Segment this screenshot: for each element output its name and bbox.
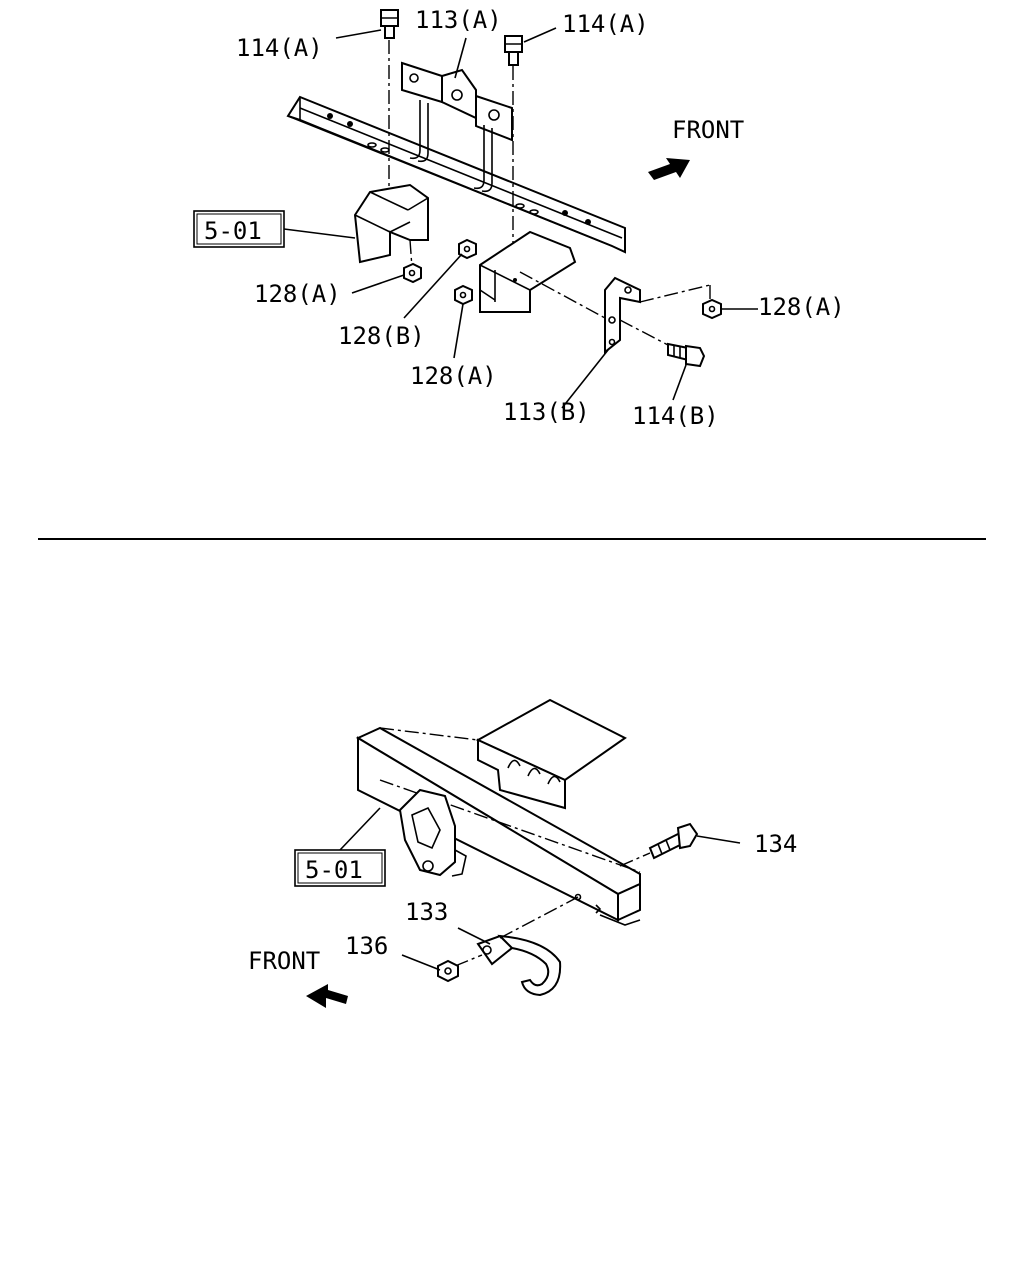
callout-134: 134 bbox=[754, 830, 797, 858]
cross-member-5-01 bbox=[355, 726, 641, 926]
front-label-bottom: FRONT bbox=[248, 947, 320, 975]
ref-box-5-01-bottom[interactable]: 5-01 bbox=[294, 849, 386, 887]
frame-bracket-left bbox=[353, 183, 429, 264]
bolt-114a-left-icon bbox=[380, 9, 399, 39]
bracket-113a bbox=[401, 61, 513, 193]
callout-113a: 113(A) bbox=[415, 6, 502, 34]
callout-133: 133 bbox=[405, 898, 448, 926]
callout-114a-right: 114(A) bbox=[562, 10, 649, 38]
callout-114b: 114(B) bbox=[632, 402, 719, 430]
callout-113b: 113(B) bbox=[503, 398, 590, 426]
callout-128a-mid: 128(A) bbox=[410, 362, 497, 390]
callout-128a-right: 128(A) bbox=[758, 293, 845, 321]
ref-box-label-bottom[interactable]: 5-01 bbox=[305, 856, 363, 884]
cross-member-bar bbox=[286, 95, 626, 254]
callout-114a-left: 114(A) bbox=[236, 34, 323, 62]
front-arrow-bottom-icon bbox=[306, 984, 348, 1008]
nut-128a-right-icon bbox=[702, 298, 722, 320]
bolt-134-icon bbox=[648, 822, 699, 860]
nut-128b-icon bbox=[458, 238, 477, 260]
callout-128a-left: 128(A) bbox=[254, 280, 341, 308]
ref-box-5-01-top[interactable]: 5-01 bbox=[193, 210, 285, 248]
front-label-top: FRONT bbox=[672, 116, 744, 144]
nut-128a-left-icon bbox=[403, 262, 422, 284]
tow-eye-plate bbox=[398, 788, 467, 877]
bottom-assembly: FRONT 5-01 134 133 136 bbox=[248, 698, 797, 1008]
bolt-114b-icon bbox=[667, 342, 706, 368]
nut-128a-mid-icon bbox=[454, 284, 473, 306]
bracket-113b bbox=[604, 276, 641, 355]
callout-136: 136 bbox=[345, 932, 388, 960]
top-assembly: FRONT 5-01 114(A) 113(A) 114(A) 128(A) 1… bbox=[193, 6, 845, 430]
nut-136-icon bbox=[437, 959, 459, 983]
front-arrow-top-icon bbox=[648, 158, 690, 180]
ref-box-label-top[interactable]: 5-01 bbox=[204, 217, 262, 245]
callout-128b: 128(B) bbox=[338, 322, 425, 350]
center-bracket bbox=[479, 230, 577, 313]
tow-hook-133-icon bbox=[476, 934, 562, 997]
bolt-114a-right-icon bbox=[504, 35, 523, 66]
side-frame-member bbox=[475, 698, 627, 810]
